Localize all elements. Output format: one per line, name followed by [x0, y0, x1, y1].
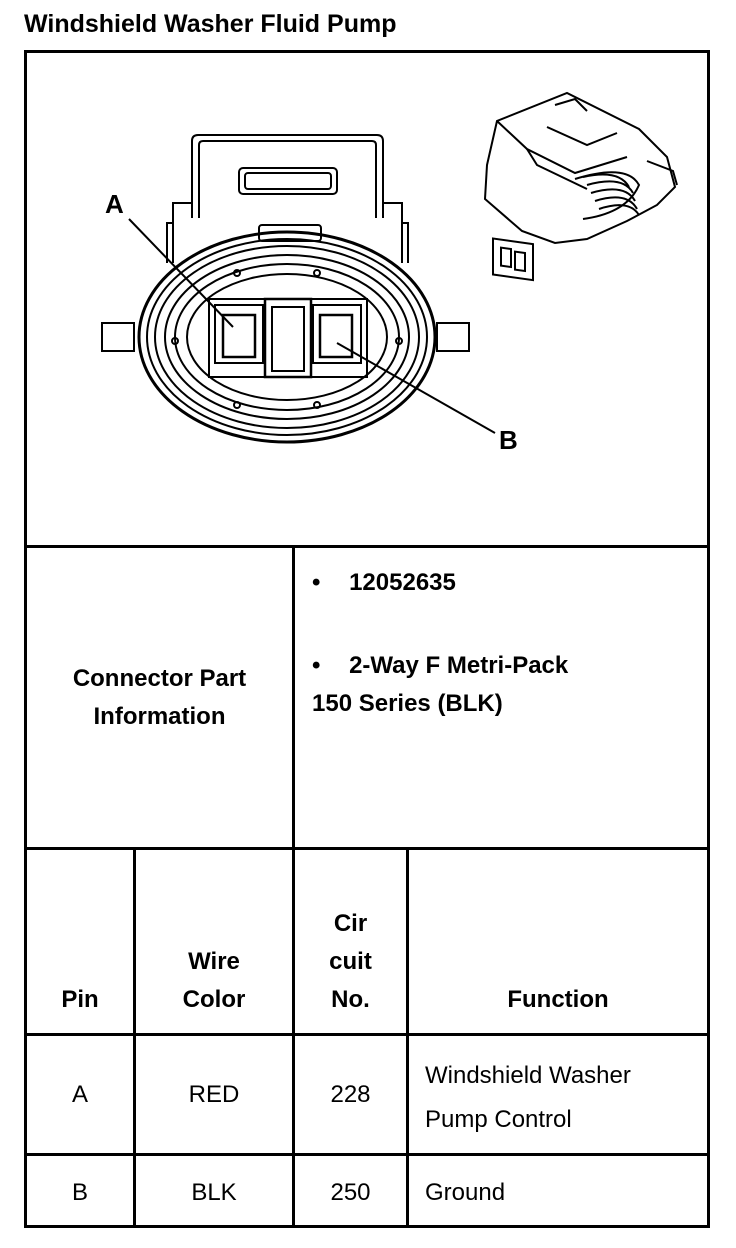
header-pin: Pin: [27, 981, 133, 1019]
header-function-label: Function: [507, 986, 609, 1013]
header-function: Function: [409, 981, 707, 1019]
row-b-pin: B: [71, 1179, 88, 1206]
row-a-function: Windshield Washer Pump Control: [425, 1054, 631, 1142]
callout-b: B: [499, 425, 518, 455]
header-wire-color-line2: Color: [182, 986, 246, 1013]
row-a-pin: A: [71, 1081, 88, 1108]
row-a-function-line2: Pump Control: [425, 1106, 572, 1133]
connector-description-item: • 2-Way F Metri-Pack 150 Series (BLK): [312, 647, 568, 723]
connector-drawing: A B: [101, 91, 678, 455]
header-circuit-line3: No.: [331, 986, 370, 1013]
header-circuit-line2: cuit: [329, 948, 372, 975]
header-pin-label: Pin: [61, 986, 99, 1013]
divider-header-row1: [24, 1033, 710, 1036]
divider-wire-circuit: [292, 847, 295, 1228]
divider-row1-row2: [24, 1153, 710, 1156]
connector-info-label-line2: Information: [93, 703, 226, 730]
connector-table-frame: [24, 50, 710, 1228]
row-a-circuit: 228: [330, 1081, 371, 1108]
part-number-item: • 12052635: [312, 569, 456, 597]
divider-pin-wire: [133, 847, 136, 1228]
connector-description-line2: 150 Series (BLK): [312, 690, 503, 717]
connector-info-label: Connector Part Information: [27, 660, 292, 736]
row-a-function-line1: Windshield Washer: [425, 1062, 631, 1089]
row-b-function: Ground: [425, 1179, 506, 1206]
divider-drawing-info: [24, 545, 710, 548]
connector-description-line1: 2-Way F Metri-Pack: [349, 652, 569, 679]
row-b-wire-color: BLK: [191, 1179, 237, 1206]
part-number: 12052635: [349, 569, 456, 596]
page-title: Windshield Washer Fluid Pump: [24, 10, 397, 38]
row-a-wire-color: RED: [188, 1081, 240, 1108]
divider-info-table: [24, 847, 710, 850]
header-circuit-line1: Cir: [333, 910, 368, 937]
header-wire-color-line1: Wire: [188, 948, 240, 975]
connector-isometric-view: [483, 91, 678, 282]
header-circuit: Cir cuit No.: [295, 905, 406, 1019]
divider-info-columns: [292, 545, 295, 850]
callout-a: A: [105, 189, 124, 219]
row-b-circuit: 250: [330, 1179, 371, 1206]
divider-circuit-function: [406, 847, 409, 1228]
bullet-icon: •: [312, 652, 321, 679]
connector-info-label-line1: Connector Part: [72, 665, 247, 692]
header-wire-color: Wire Color: [136, 943, 292, 1019]
connector-face-view: [101, 134, 496, 444]
bullet-icon: •: [312, 569, 321, 596]
